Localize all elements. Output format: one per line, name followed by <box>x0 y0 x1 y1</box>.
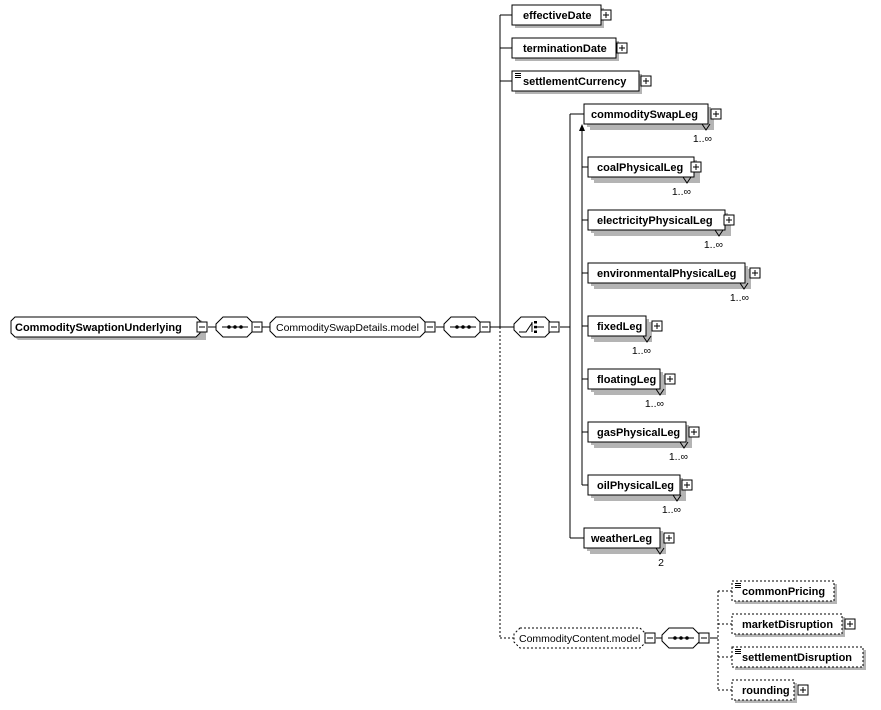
expand-icon[interactable] <box>640 75 652 87</box>
leg-cardinality: 1..∞ <box>672 186 691 198</box>
collapse-icon[interactable] <box>424 321 436 333</box>
leg-cardinality: 1..∞ <box>730 292 749 304</box>
choice-compositor[interactable] <box>513 316 560 338</box>
documentation-icon <box>735 649 741 654</box>
expand-icon[interactable] <box>663 532 675 544</box>
expand-icon[interactable] <box>651 320 663 332</box>
collapse-icon[interactable] <box>698 632 710 644</box>
group-commodity-content[interactable]: CommodityContent.model <box>513 627 656 649</box>
collapse-icon[interactable] <box>548 321 560 333</box>
expand-icon[interactable] <box>616 42 628 54</box>
leg-gas-physical-leg[interactable]: gasPhysicalLeg 1..∞ <box>587 421 700 463</box>
leg-fixed-leg[interactable]: fixedLeg 1..∞ <box>587 315 663 357</box>
swap-element-label: settlementCurrency <box>523 76 627 88</box>
content-element-label: marketDisruption <box>742 619 833 631</box>
leg-cardinality: 1..∞ <box>669 451 688 463</box>
collapse-icon[interactable] <box>479 321 491 333</box>
documentation-icon <box>735 583 741 588</box>
expand-icon[interactable] <box>690 161 702 173</box>
connectors <box>208 14 732 691</box>
leg-label: environmentalPhysicalLeg <box>597 268 736 280</box>
expand-icon[interactable] <box>710 108 722 120</box>
group-swap-details-label: CommoditySwapDetails.model <box>276 322 419 334</box>
swap-element-effective-date[interactable]: effectiveDate <box>511 4 612 28</box>
leg-electricity-physical-leg[interactable]: electricityPhysicalLeg 1..∞ <box>587 209 735 251</box>
content-element-common-pricing[interactable]: commonPricing <box>731 580 837 604</box>
content-element-label: commonPricing <box>742 586 825 598</box>
content-element-market-disruption[interactable]: marketDisruption <box>731 613 856 637</box>
sequence-compositor-3[interactable] <box>661 627 710 649</box>
expand-icon[interactable] <box>681 479 693 491</box>
root-element[interactable]: CommoditySwaptionUnderlying <box>10 316 208 340</box>
documentation-icon <box>515 73 521 78</box>
leg-coal-physical-leg[interactable]: coalPhysicalLeg 1..∞ <box>587 156 702 198</box>
swap-element-settlement-currency[interactable]: settlementCurrency <box>511 70 652 94</box>
expand-icon[interactable] <box>688 426 700 438</box>
root-element-label: CommoditySwaptionUnderlying <box>15 322 182 334</box>
leg-label: fixedLeg <box>597 321 642 333</box>
content-element-rounding[interactable]: rounding <box>731 679 809 703</box>
leg-label: weatherLeg <box>590 533 652 545</box>
leg-floating-leg[interactable]: floatingLeg 1..∞ <box>587 368 676 410</box>
content-element-label: settlementDisruption <box>742 652 852 664</box>
group-commodity-content-label: CommodityContent.model <box>519 633 640 645</box>
expand-icon[interactable] <box>844 618 856 630</box>
leg-environmental-physical-leg[interactable]: environmentalPhysicalLeg 1..∞ <box>587 262 761 304</box>
content-element-label: rounding <box>742 685 790 697</box>
expand-icon[interactable] <box>723 214 735 226</box>
leg-label: oilPhysicalLeg <box>597 480 674 492</box>
leg-cardinality: 1..∞ <box>632 345 651 357</box>
group-swap-details[interactable]: CommoditySwapDetails.model <box>269 316 436 338</box>
collapse-icon[interactable] <box>196 321 208 333</box>
collapse-icon[interactable] <box>644 632 656 644</box>
leg-cardinality: 1..∞ <box>704 239 723 251</box>
swap-element-label: effectiveDate <box>523 10 591 22</box>
leg-label: gasPhysicalLeg <box>597 427 680 439</box>
leg-cardinality: 1..∞ <box>645 398 664 410</box>
sequence-compositor-2[interactable] <box>443 316 491 338</box>
expand-icon[interactable] <box>749 267 761 279</box>
leg-cardinality: 2 <box>658 557 664 569</box>
expand-icon[interactable] <box>600 9 612 21</box>
leg-label: coalPhysicalLeg <box>597 162 683 174</box>
content-element-settlement-disruption[interactable]: settlementDisruption <box>731 646 866 670</box>
expand-icon[interactable] <box>797 684 809 696</box>
leg-label: commoditySwapLeg <box>591 109 698 121</box>
leg-label: floatingLeg <box>597 374 656 386</box>
collapse-icon[interactable] <box>251 321 263 333</box>
leg-cardinality: 1..∞ <box>693 133 712 145</box>
leg-oil-physical-leg[interactable]: oilPhysicalLeg 1..∞ <box>587 474 693 516</box>
swap-element-termination-date[interactable]: terminationDate <box>511 37 628 61</box>
leg-cardinality: 1..∞ <box>662 504 681 516</box>
swap-element-label: terminationDate <box>523 43 607 55</box>
leg-label: electricityPhysicalLeg <box>597 215 713 227</box>
leg-commodity-swap-leg[interactable]: commoditySwapLeg 1..∞ <box>583 103 722 145</box>
expand-icon[interactable] <box>664 373 676 385</box>
leg-weather-leg[interactable]: weatherLeg 2 <box>583 527 675 569</box>
sequence-compositor-1[interactable] <box>215 316 263 338</box>
